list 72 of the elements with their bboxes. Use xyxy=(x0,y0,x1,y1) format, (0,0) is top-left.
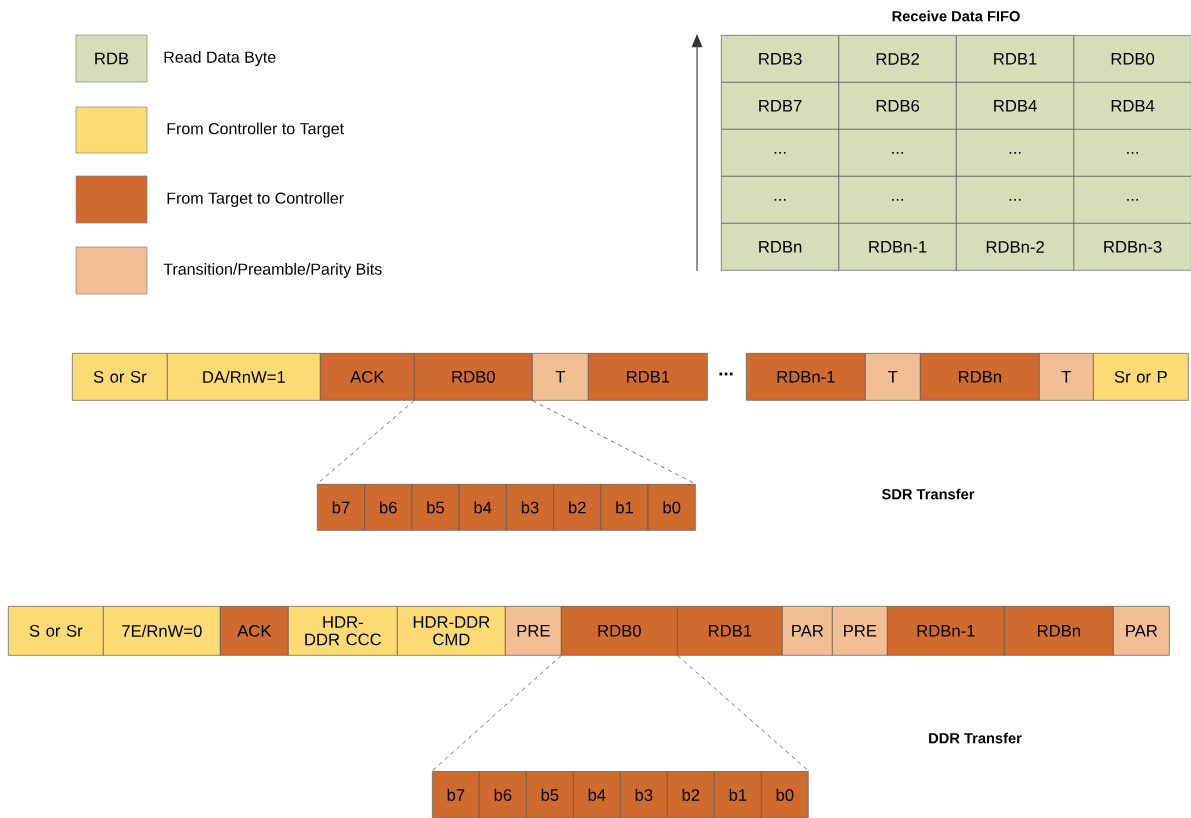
field-box: RDBn xyxy=(920,353,1040,401)
legend-text: Transition/Preamble/Parity Bits xyxy=(163,263,382,278)
field-box: T xyxy=(532,353,589,401)
field-box: b1 xyxy=(600,484,649,531)
table-cell: RDB1 xyxy=(956,35,1075,83)
field-box: RDB1 xyxy=(677,606,783,656)
table-cell: RDB4 xyxy=(1073,82,1191,130)
field-box: b2 xyxy=(667,771,715,818)
field-box: b3 xyxy=(506,484,554,531)
field-box: PAR xyxy=(1113,606,1170,656)
field-box: b6 xyxy=(479,771,527,818)
table-cell: RDB4 xyxy=(956,82,1075,130)
field-box: PAR xyxy=(782,606,833,656)
transfer-title: DDR Transfer xyxy=(929,732,1022,744)
field-box: b6 xyxy=(364,484,413,531)
field-box: PRE xyxy=(832,606,888,656)
field-box: T xyxy=(865,353,921,401)
field-box: DA/RnW=1 xyxy=(167,353,321,401)
table-cell: ... xyxy=(721,176,840,224)
table-cell: ... xyxy=(956,129,1075,177)
field-box: 7E/RnW=0 xyxy=(103,606,221,656)
field-box: b1 xyxy=(714,771,762,818)
table-cell: RDBn-2 xyxy=(956,223,1075,271)
transfer-title: SDR Transfer xyxy=(881,488,975,500)
zoom-line xyxy=(677,655,810,772)
table-cell: RDBn-1 xyxy=(838,223,957,271)
field-box: b7 xyxy=(432,771,480,818)
field-box: S or Sr xyxy=(72,353,168,401)
field-box: HDR-DDR CCC xyxy=(288,606,398,656)
field-box: HDR-DDR CMD xyxy=(397,606,506,656)
table-cell: RDB3 xyxy=(721,35,840,83)
legend-text: Read Data Byte xyxy=(164,51,276,66)
field-box: b0 xyxy=(761,771,809,818)
field-box: b7 xyxy=(317,484,365,531)
table-cell: ... xyxy=(721,129,840,177)
table-cell: ... xyxy=(838,129,957,177)
field-box: b4 xyxy=(573,771,621,818)
field-box: ACK xyxy=(320,353,415,401)
zoom-line xyxy=(316,400,415,485)
field-box: RDBn-1 xyxy=(887,606,1005,656)
table-cell: ... xyxy=(1073,176,1191,224)
legend-text: From Target to Controller xyxy=(167,192,344,207)
swatch-label: RDB xyxy=(95,52,129,65)
ellipsis: ... xyxy=(719,372,733,376)
table-cell: RDB6 xyxy=(838,82,957,130)
field-box: S or Sr xyxy=(8,606,104,656)
field-box: b4 xyxy=(458,484,507,531)
table-cell: RDBn-3 xyxy=(1073,223,1191,271)
field-box: b3 xyxy=(620,771,668,818)
table-cell: ... xyxy=(956,176,1075,224)
field-box: RDB1 xyxy=(588,353,708,401)
field-box: b5 xyxy=(526,771,574,818)
table-cell: RDBn xyxy=(721,223,840,271)
table-cell: ... xyxy=(838,176,957,224)
field-box: RDB0 xyxy=(414,353,533,401)
field-box: RDBn xyxy=(1004,606,1114,656)
field-box: RDBn-1 xyxy=(746,353,866,401)
field-box: b0 xyxy=(647,484,696,531)
table-title: Receive Data FIFO xyxy=(892,10,1020,22)
field-box: b5 xyxy=(411,484,460,531)
table-cell: ... xyxy=(1073,129,1191,177)
field-box: ACK xyxy=(220,606,289,656)
table-cell: RDB2 xyxy=(838,35,957,83)
legend-text: From Controller to Target xyxy=(167,122,344,138)
field-box: PRE xyxy=(505,606,562,656)
field-box: T xyxy=(1039,353,1094,401)
zoom-line xyxy=(431,655,562,772)
table-cell: RDB7 xyxy=(721,82,840,130)
table-cell: RDB0 xyxy=(1073,35,1191,83)
field-box: b2 xyxy=(553,484,602,531)
field-box: Sr or P xyxy=(1093,353,1189,401)
field-box: RDB0 xyxy=(561,606,678,656)
